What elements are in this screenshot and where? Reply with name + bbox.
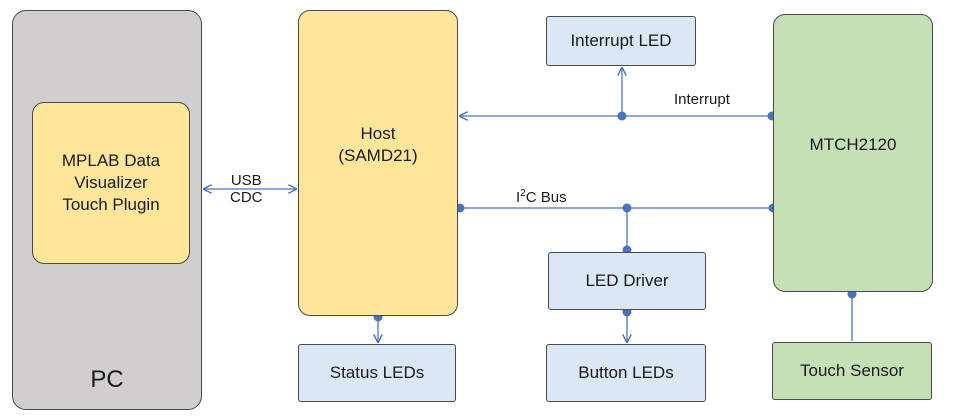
plugin-label-line: Visualizer (74, 172, 148, 192)
host-label: Host (360, 123, 396, 143)
i2c-bus-label: I2C Bus (516, 188, 567, 206)
led-driver-block: LED Driver (548, 252, 706, 310)
button-leds-block: Button LEDs (546, 344, 706, 402)
host-block: Host (SAMD21) (298, 10, 458, 316)
touch-sensor-label: Touch Sensor (800, 360, 904, 380)
plugin-label-line: MPLAB Data (61, 150, 161, 170)
interrupt-led-label: Interrupt LED (570, 30, 672, 50)
usb-cdc-label: USB CDC (230, 172, 263, 207)
touch-sensor-block: Touch Sensor (772, 342, 932, 400)
junction-dot (622, 203, 632, 213)
led-driver-label: LED Driver (585, 270, 669, 290)
plugin-label-line: Touch Plugin (62, 195, 160, 215)
status-leds-label: Status LEDs (329, 362, 425, 382)
interrupt-led-block: Interrupt LED (546, 16, 696, 66)
interrupt-label: Interrupt (674, 91, 730, 108)
host-chip-label: (SAMD21) (338, 146, 418, 165)
cdc-label: CDC (230, 189, 263, 207)
mtch2120-label: MTCH2120 (809, 134, 897, 154)
status-leds-block: Status LEDs (298, 344, 456, 402)
usb-label: USB (230, 172, 262, 189)
mtch2120-block: MTCH2120 (773, 14, 933, 292)
junction-dot (617, 111, 627, 121)
mplab-plugin-block: MPLAB Data Visualizer Touch Plugin (32, 102, 190, 264)
pc-label: PC (90, 365, 124, 393)
button-leds-label: Button LEDs (578, 362, 674, 382)
